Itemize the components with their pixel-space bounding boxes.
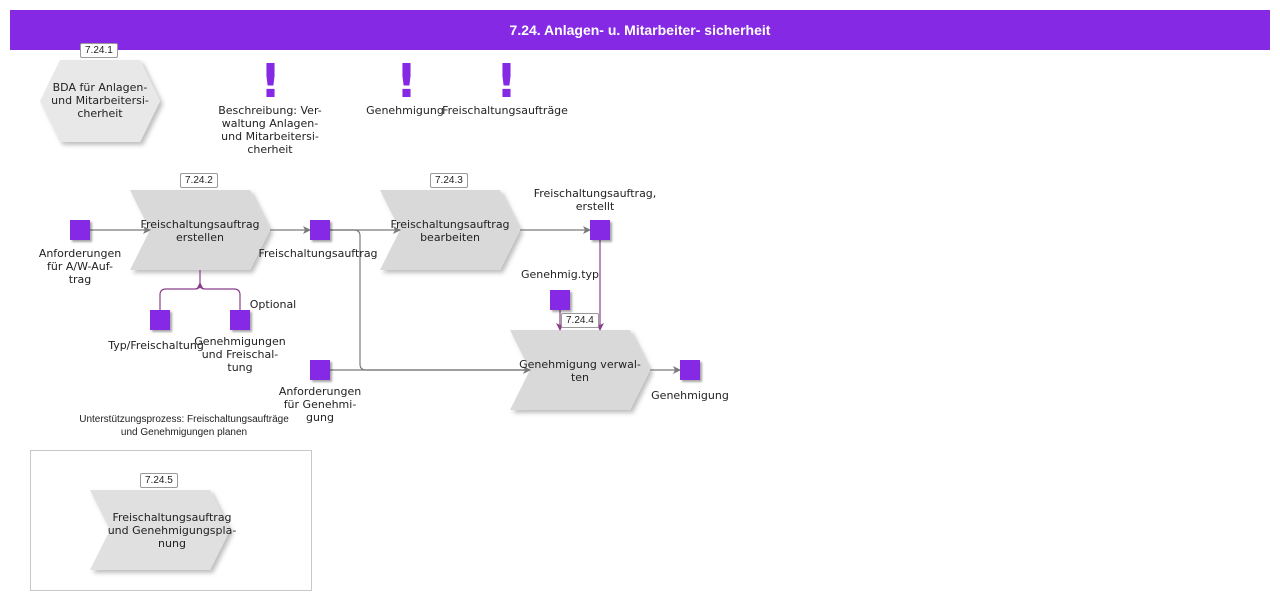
object-label: Typ/Freischaltung <box>108 339 204 352</box>
process-7-24-2[interactable] <box>130 190 270 270</box>
document-label: Genehmigung <box>366 104 444 117</box>
document-label: Beschreibung: Ver- waltung Anlagen- und … <box>218 104 322 156</box>
process-7-24-3[interactable] <box>380 190 520 270</box>
process-label: Genehmigung verwal- ten <box>519 358 641 384</box>
process-id-badge: 7.24.5 <box>140 473 178 488</box>
object-square[interactable] <box>230 310 250 330</box>
object-square[interactable] <box>70 220 90 240</box>
object-label: Anforderungen für A/W-Auf- trag <box>38 247 122 286</box>
exclamation-icon: ! <box>260 54 281 108</box>
object-label: Freischaltungsauftrag <box>258 247 378 260</box>
exclamation-icon: ! <box>496 54 517 108</box>
support-process-title: Unterstützungsprozess: Freischaltungsauf… <box>79 414 289 438</box>
process-id-badge: 7.24.3 <box>430 173 468 188</box>
connector-inputs-to-erstellen <box>159 270 241 310</box>
object-square[interactable] <box>680 360 700 380</box>
object-label: Genehmigung <box>651 389 729 402</box>
object-square[interactable] <box>310 220 330 240</box>
bda-hexagon[interactable] <box>40 60 160 142</box>
object-label: Genehmigungen und Freischal- tung <box>194 335 286 374</box>
process-7-24-4[interactable] <box>510 330 650 410</box>
bda-id-badge: 7.24.1 <box>80 43 118 58</box>
page-title: 7.24. Anlagen- u. Mitarbeiter- sicherhei… <box>10 10 1270 50</box>
object-label: Genehmig.typ <box>520 268 600 281</box>
object-label: Anforderungen für Genehmi- gung <box>278 385 362 424</box>
process-label: Freischaltungsauftrag bearbeiten <box>390 218 510 244</box>
process-7-24-5[interactable] <box>90 490 230 570</box>
process-label: Freischaltungsauftrag erstellen <box>140 218 260 244</box>
object-square[interactable] <box>590 220 610 240</box>
bda-label: BDA für Anlagen- und Mitarbeitersi- cher… <box>51 81 149 120</box>
exclamation-icon: ! <box>396 54 417 108</box>
object-label: Freischaltungsauftrag, erstellt <box>533 187 657 213</box>
optional-label: Optional <box>249 298 297 311</box>
process-id-badge: 7.24.4 <box>561 313 599 328</box>
object-square[interactable] <box>550 290 570 310</box>
object-square[interactable] <box>310 360 330 380</box>
object-square[interactable] <box>150 310 170 330</box>
support-process-box <box>30 450 312 591</box>
process-id-badge: 7.24.2 <box>180 173 218 188</box>
document-label: Freischaltungsaufträge <box>442 104 568 117</box>
process-label: Freischaltungsauftrag und Genehmigungspl… <box>107 511 237 550</box>
